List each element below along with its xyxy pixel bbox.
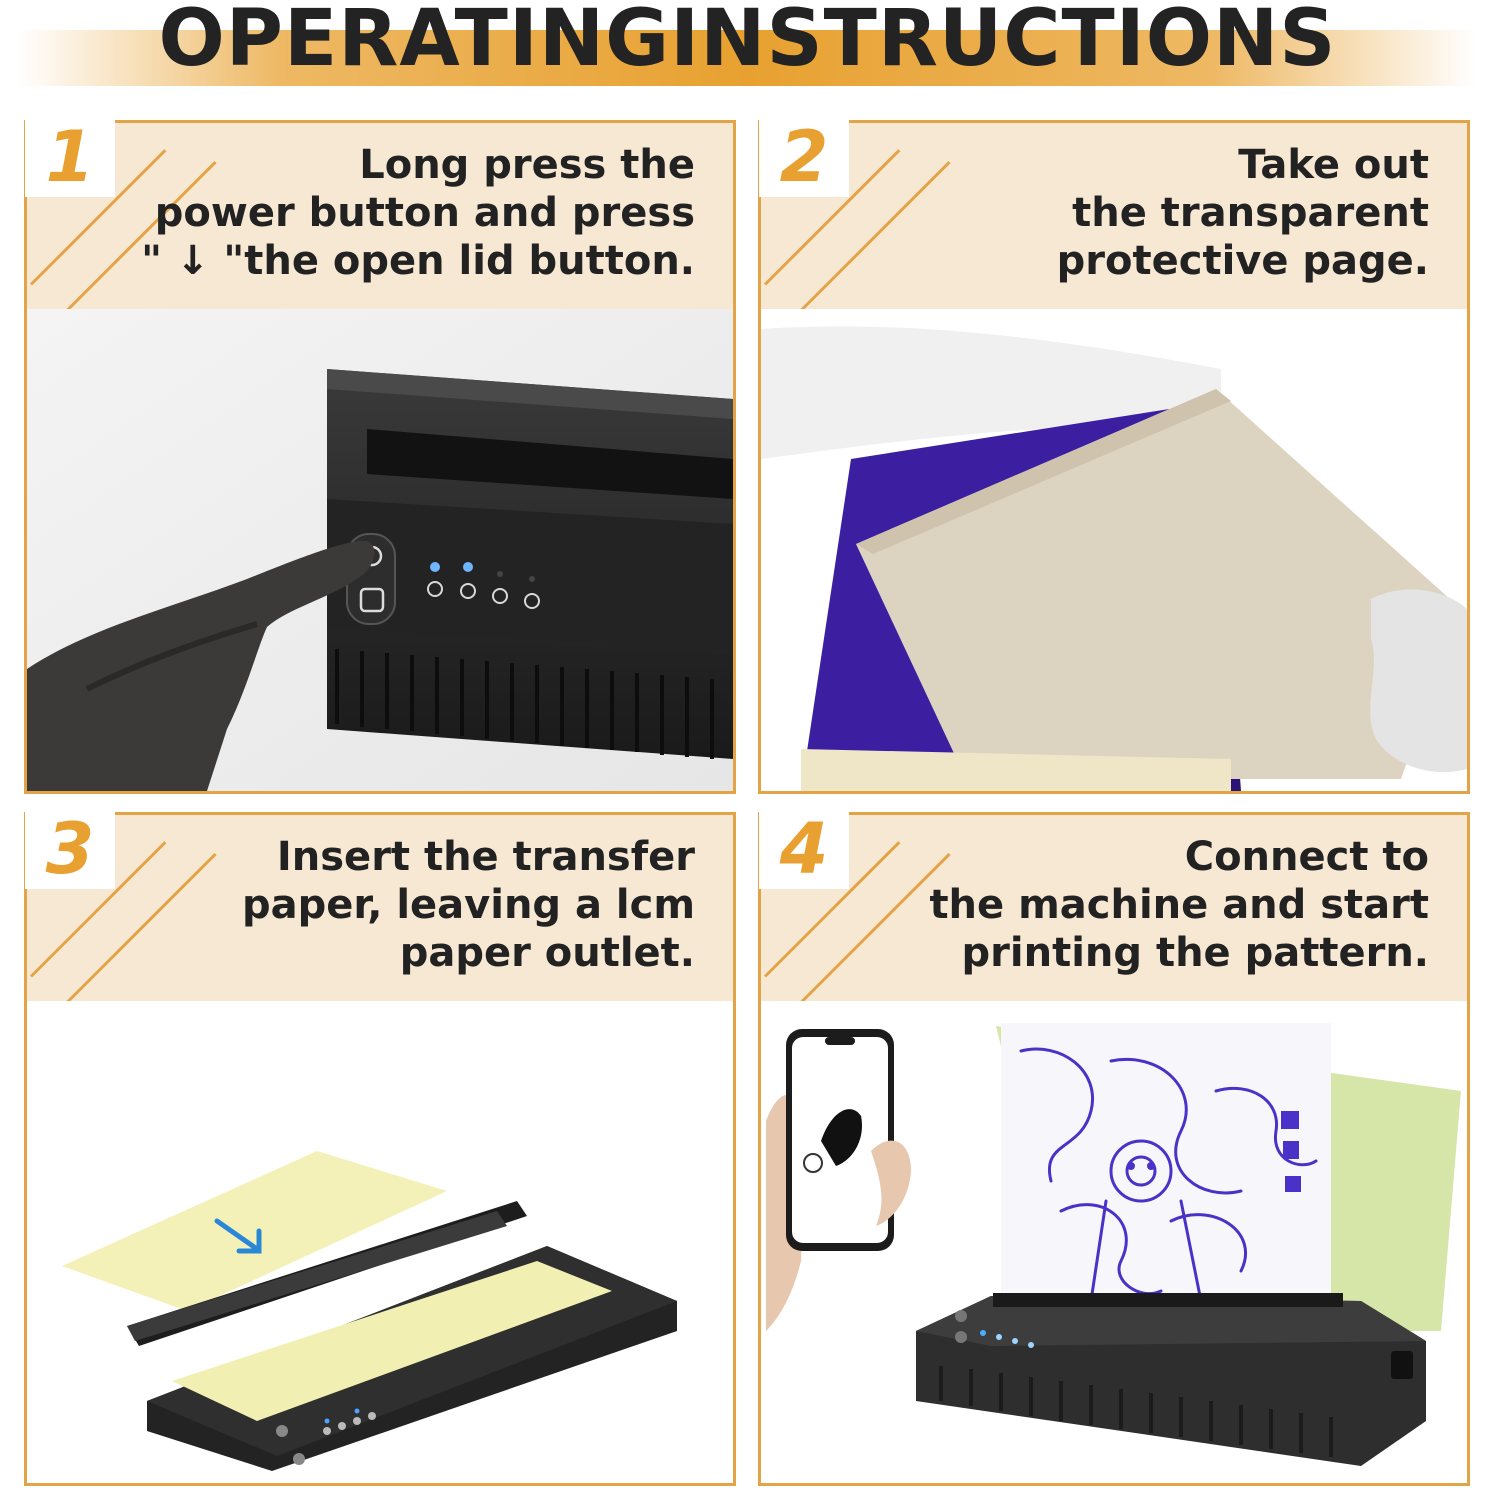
step-text-line: printing the pattern. [961,930,1429,976]
printing-pattern-photo [761,1001,1467,1483]
step-text-line: Take out [1238,142,1429,188]
step-number-1: 1 [25,117,115,197]
insert-paper-photo [27,1001,733,1483]
step-text-line: power button and press [154,190,695,236]
title-band [18,30,1476,86]
step-header-2: 2 Take out the transparent protective pa… [759,117,1467,312]
step-header-1: 1 Long press the power button and press … [25,117,733,312]
step-panel-2: 2 Take out the transparent protective pa… [758,117,1470,794]
step-panel-1: 1 Long press the power button and press … [24,117,736,794]
step-text-4: Connect to the machine and start printin… [789,833,1429,977]
step-text-line: paper outlet. [399,930,695,976]
step-number-3: 3 [25,809,115,889]
step-header-4: 4 Connect to the machine and start print… [759,809,1467,1004]
step-image-4 [761,1001,1467,1483]
step-text-line: Insert the transfer [276,834,695,880]
step-text-1: Long press the power button and press " … [55,141,695,285]
step-image-1 [27,309,733,791]
page-title: OPERATINGINSTRUCTIONS [158,0,1337,84]
step-text-line: the machine and start [929,882,1429,928]
step-text-3: Insert the transfer paper, leaving a lcm… [55,833,695,977]
step-text-line: the transparent [1072,190,1429,236]
step-text-2: Take out the transparent protective page… [789,141,1429,285]
step-panel-3: 3 Insert the transfer paper, leaving a l… [24,809,736,1486]
step-number-2: 2 [759,117,849,197]
step-header-3: 3 Insert the transfer paper, leaving a l… [25,809,733,1004]
printer-power-button-photo [27,309,733,791]
step-image-2 [761,309,1467,791]
step-text-line: " ↓ "the open lid button. [141,238,695,284]
step-text-line: paper, leaving a lcm [241,882,695,928]
step-panel-4: 4 Connect to the machine and start print… [758,809,1470,1486]
step-text-line: Connect to [1184,834,1429,880]
transfer-paper-photo [761,309,1467,791]
step-image-3 [27,1001,733,1483]
step-text-line: Long press the [359,142,695,188]
step-text-line: protective page. [1056,238,1429,284]
step-number-4: 4 [759,809,849,889]
